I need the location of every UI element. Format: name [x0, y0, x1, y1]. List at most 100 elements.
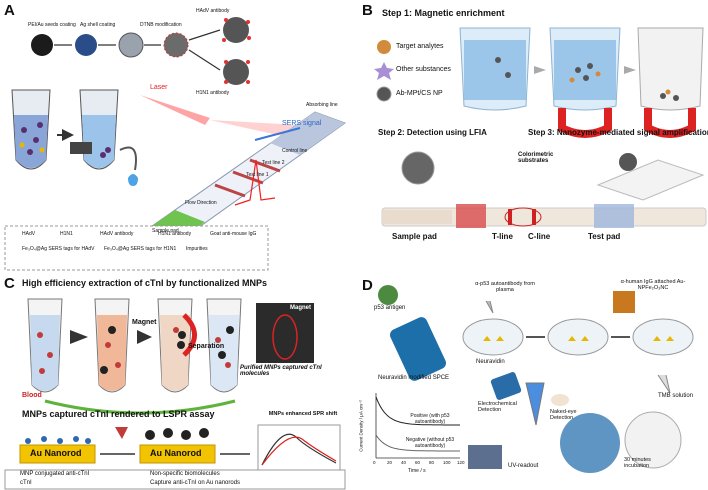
panel-c-title-1: High efficiency extraction of cTnI by fu…	[22, 278, 268, 288]
legend-non-specific: Non-specific biomolecules	[150, 471, 220, 477]
purified-label: Purified MNPs captured cTnI molecules	[240, 365, 322, 377]
step-1-title: Step 1: Magnetic enrichment	[382, 8, 505, 18]
test-pad-label: Test pad	[588, 232, 621, 241]
tmb-tube-icon	[657, 374, 671, 394]
anti-human-label: α-human IgG attached Au-NPFe₂O₃NC	[620, 279, 686, 291]
panel-b-illustration	[374, 27, 707, 228]
sample-pad-label: Sample pad	[392, 232, 437, 241]
panel-c-legend-box	[4, 469, 346, 490]
test-line-2-label: Test line 2	[262, 160, 285, 166]
cuvette-icon	[525, 382, 545, 426]
neuravidin-well	[462, 318, 524, 356]
autoantibody-label: α-p53 autoantibody from plasma	[475, 281, 535, 293]
synthesis-step-5: H1N1 antibody	[196, 90, 230, 96]
uv-readout-label: UV-readout	[508, 463, 539, 469]
magnet-2-icon	[558, 108, 612, 138]
positive-curve	[375, 396, 460, 426]
magnet-icon	[182, 313, 197, 357]
step-3-title: Step 3: Nanozyme-mediated signal amplifi…	[528, 128, 708, 137]
nanorod-2	[139, 444, 216, 464]
legend-impurities: Impurities	[186, 246, 208, 252]
magnet-3-icon	[644, 108, 696, 138]
magnet-label: Magnet	[132, 319, 157, 326]
panel-a-label: A	[4, 2, 15, 19]
h1n1-tag-particle-icon	[223, 59, 249, 85]
neuravidin-label: Neuravidin	[476, 359, 505, 365]
p53-antigen-label: p53 antigen	[374, 305, 406, 311]
spce-label: Neuravidin modified SPCE	[378, 375, 450, 381]
chart-x-tick: 100	[443, 460, 451, 465]
pipette-icon	[115, 427, 128, 439]
synthesis-step-4: HAdV antibody	[196, 8, 230, 14]
panel-c: C High efficiency extraction of cTnI by …	[0, 275, 350, 490]
step-2-title: Step 2: Detection using LFIA	[378, 128, 487, 137]
blue-solution-well	[560, 413, 620, 473]
nanozyme-particle-icon	[401, 151, 435, 185]
eye-icon	[551, 394, 569, 406]
seed-particle-icon	[75, 34, 97, 56]
panel-a-illustration	[4, 17, 347, 271]
panel-a: A PEI/Au seeds coating Ag shell coating …	[0, 0, 350, 275]
hadv-tag-particle-icon	[223, 17, 249, 43]
synthesis-step-2: Ag shell coating	[80, 22, 116, 28]
droplet-icon	[128, 174, 138, 186]
nanorod-2-label: Au Nanorod	[150, 448, 202, 458]
chart-x-tick: 60	[415, 460, 421, 465]
panel-b: B Step 1: Magnetic enrichment Target ana…	[358, 0, 708, 275]
magnet-icon	[70, 142, 92, 154]
legend-capture: Capture anti-cTnI on Au nanorods	[150, 480, 241, 486]
p53-antigen-icon	[378, 285, 398, 305]
negative-curve	[375, 434, 460, 452]
pipette-icon	[485, 300, 494, 314]
spce-electrode-icon	[390, 317, 446, 381]
panel-c-title-2: MNPs captured cTnI rendered to LSPR assa…	[22, 409, 215, 419]
sample-pad-label: Sample pad	[152, 228, 179, 234]
incubation-label: 30 minutes incubation	[624, 457, 651, 469]
ab-mpt-particle-icon	[376, 86, 392, 102]
dtnb-particle-icon	[163, 32, 189, 58]
chart-x-tick: 0	[373, 460, 376, 465]
c-line-label: C-line	[528, 232, 551, 241]
nanorod-1-label: Au Nanorod	[30, 448, 82, 458]
legend-hadv: HAdV	[22, 231, 36, 237]
au-npfe-nanocube-icon	[613, 291, 635, 313]
legend-hadv-tags: Fe₃O₄@Ag SERS tags for HAdV	[22, 246, 95, 252]
naked-eye-label: Naked-eye Detection	[550, 409, 577, 421]
colorimetric-label: Colorimetric substrates	[518, 152, 554, 164]
t-line-label: T-line	[492, 232, 513, 241]
electrochemical-label: Electrochemical Detection	[478, 401, 517, 413]
legend-h1n1: H1N1	[60, 231, 73, 237]
magnet-photo-label: Magnet	[290, 305, 311, 311]
panel-d-label: D	[362, 277, 373, 294]
t-line	[508, 209, 512, 225]
beaker-3-icon	[637, 27, 704, 111]
sers-signal-label: SERS signal	[282, 120, 322, 127]
negative-label: Negative (without p53 autoantibody)	[405, 437, 455, 449]
panel-a-legend-box	[4, 225, 269, 271]
legend-other-substances: Other substances	[396, 66, 451, 73]
panel-d-illustration	[375, 285, 694, 473]
control-line-label: Control line	[282, 148, 308, 154]
spr-label: MNPs enhanced SPR shift	[268, 411, 338, 417]
legend-mnp-anti-ctni: MNP conjugated anti-cTnI	[20, 471, 90, 477]
legend-hadv-antibody: HAdV antibody	[100, 231, 134, 237]
spr-plot	[257, 424, 341, 471]
chart-x-tick: 120	[457, 460, 465, 465]
synthesis-step-1: PEI/Au seeds coating	[28, 22, 76, 28]
panel-b-label: B	[362, 2, 373, 19]
legend-ab-mpt: Ab-MPt/CS NP	[396, 90, 443, 97]
chart-x-tick: 80	[429, 460, 435, 465]
legend-h1n1-tags: Fe₃O₄@Ag SERS tags for H1N1	[104, 246, 177, 252]
legend-goat-igg: Goat anti-mouse IgG	[210, 231, 257, 237]
line-highlight	[504, 207, 542, 227]
target-analyte-icon	[377, 40, 391, 54]
c-line	[532, 209, 536, 225]
legend-ctni: cTnI	[20, 480, 32, 486]
blood-label: Blood	[22, 392, 42, 399]
tmb-label: TMB solution	[658, 393, 694, 399]
synthesis-step-3: DTNB modification	[140, 22, 182, 28]
chart-x-tick: 40	[401, 460, 407, 465]
absorbing-line-label: Absorbing line	[306, 102, 338, 108]
laser-label: Laser	[150, 84, 168, 91]
uv-reader-icon	[468, 445, 502, 469]
